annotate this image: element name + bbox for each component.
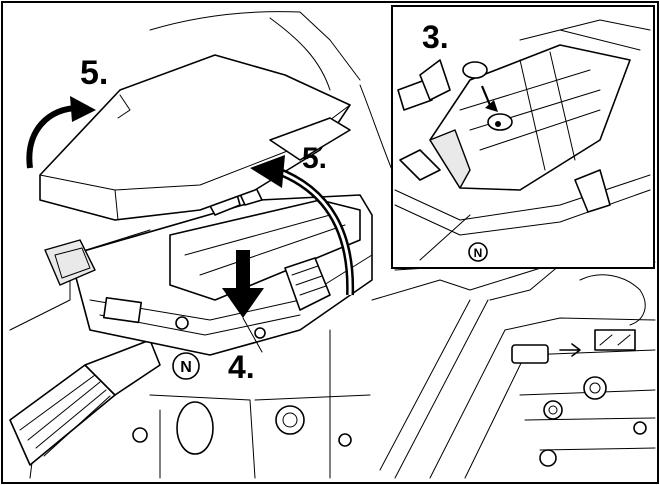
step-label-4: 4.	[228, 349, 255, 385]
leader-line	[242, 317, 263, 353]
inset-n-marker-text: N	[474, 246, 483, 260]
press-down-arrow	[222, 250, 264, 318]
step-label-5-lid: 5.	[80, 54, 108, 92]
n-marker-text: N	[180, 359, 192, 376]
rotate-arrow-left	[26, 96, 96, 169]
step-label-3: 3.	[422, 19, 449, 55]
detail-inset: N	[391, 5, 655, 269]
step-label-5-lift: 5.	[302, 142, 327, 175]
handle-grip	[9, 339, 161, 466]
lift-arrow	[250, 155, 355, 296]
pictogram-cluster	[511, 329, 636, 364]
bolt-group	[132, 376, 647, 467]
n-marker-badge: N	[172, 352, 200, 380]
